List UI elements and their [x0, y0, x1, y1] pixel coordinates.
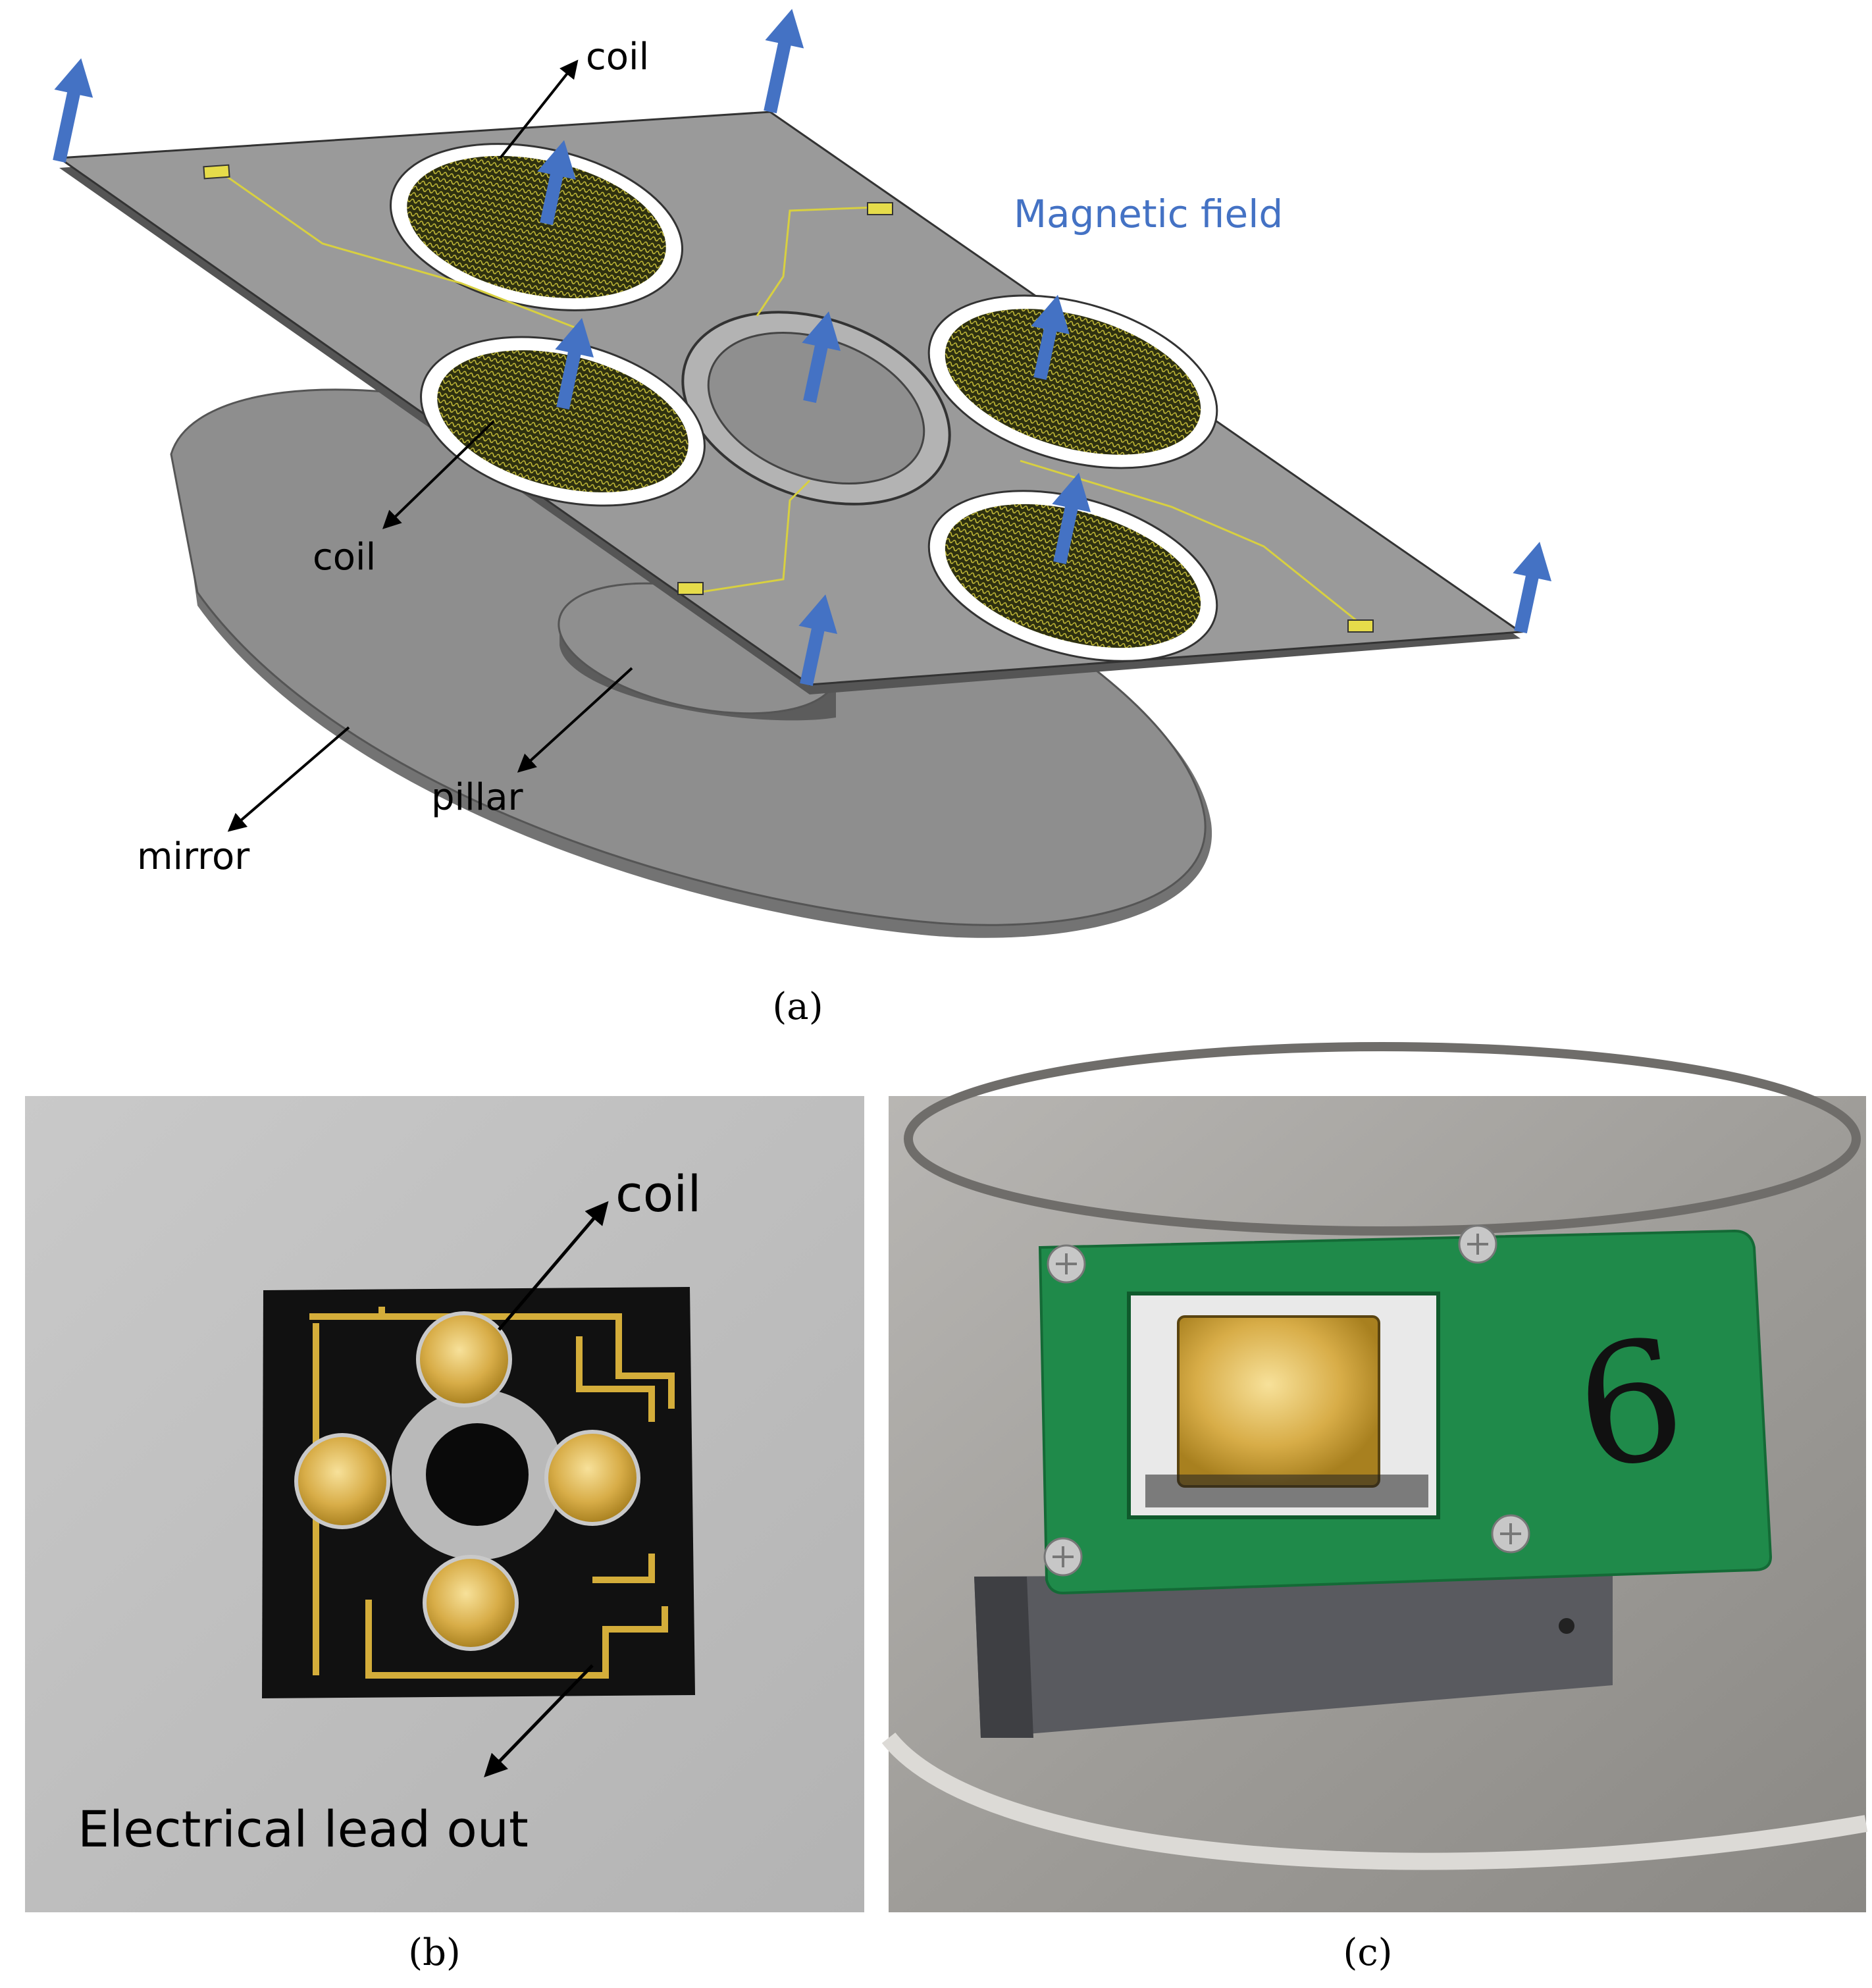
caption-b: (b) [408, 1931, 461, 1974]
caption-a: (a) [772, 985, 823, 1028]
coil-bottom [927, 490, 1218, 662]
bond-pad [677, 582, 704, 595]
pillar-label: pillar [431, 776, 524, 819]
mirror-label: mirror [137, 835, 250, 878]
coil-left [420, 336, 706, 507]
coil-left-label: coil [313, 536, 376, 579]
bond-pad [867, 202, 893, 215]
lead-traces [223, 173, 1363, 627]
coil-top [390, 143, 683, 311]
mirror-callout [227, 726, 350, 832]
magnetic-field-label: Magnetic field [1014, 192, 1283, 236]
electrical-lead-out-label: Electrical lead out [78, 1800, 529, 1858]
bond-pad [1347, 619, 1374, 633]
coil-top-label: coil [586, 36, 649, 78]
chip [262, 1287, 695, 1698]
gold-coil-right [544, 1430, 640, 1526]
metal-mount [974, 1573, 1613, 1738]
panel-a: coil Magnetic field coil pillar mirror (… [53, 9, 1552, 1028]
pcb-board [1038, 1224, 1773, 1595]
coil-top-callout [499, 59, 579, 159]
lead-out-callout [484, 1664, 594, 1778]
stage-ring-bottom [881, 1732, 1868, 1870]
magnetic-field-arrows [53, 9, 1552, 687]
coil-right [927, 294, 1218, 469]
gold-coil-left [294, 1433, 390, 1529]
bond-pad [203, 164, 230, 180]
gold-coil-top [416, 1311, 512, 1407]
coil-callout-b [498, 1201, 609, 1331]
coil-left-callout [382, 420, 495, 529]
panel-c: 6 (c) [881, 1042, 1868, 1974]
caption-c: (c) [1343, 1931, 1392, 1974]
pillar-callout [517, 667, 633, 773]
coil-label-b: coil [615, 1164, 702, 1223]
gold-coil-bottom [423, 1555, 519, 1651]
stage-ring-top [904, 1042, 1861, 1236]
panel-b: coil Electrical lead out (b) [25, 1096, 864, 1974]
mirror-chip-gold [1177, 1315, 1380, 1488]
